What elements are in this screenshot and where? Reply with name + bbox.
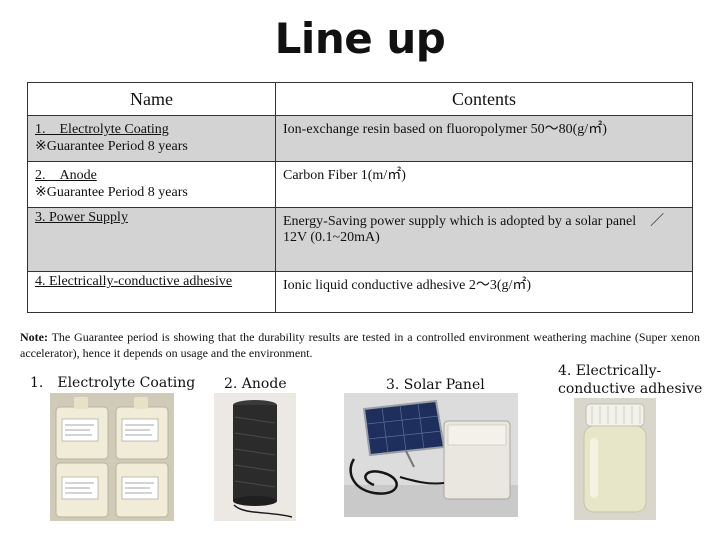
table-row: 1. Electrolyte Coating ※Guarantee Period… (27, 115, 693, 162)
contents-cell: Ion-exchange resin based on fluoropolyme… (275, 115, 693, 162)
name-cell: 3. Power Supply (27, 207, 276, 272)
column-header-contents: Contents (275, 82, 693, 116)
note-text: The Guarantee period is showing that the… (20, 330, 700, 360)
caption-line: conductive adhesive (558, 381, 703, 397)
product-name: 4. Electrically-conductive adhesive (35, 274, 233, 289)
column-header-name: Name (27, 82, 276, 116)
product-name: 1. Electrolyte Coating (35, 122, 169, 137)
note-label: Note: (20, 330, 48, 344)
contents-cell: Energy-Saving power supply which is adop… (275, 207, 693, 272)
name-cell: 2. Anode ※Guarantee Period 8 years (27, 161, 276, 208)
photo-caption-adhesive: 4. Electrically- conductive adhesive (558, 362, 702, 398)
guarantee-note: ※Guarantee Period 8 years (35, 185, 188, 200)
anode-photo (214, 393, 296, 521)
name-cell: 4. Electrically-conductive adhesive (27, 271, 276, 313)
lineup-table: Name Contents 1. Electrolyte Coating ※Gu… (27, 82, 693, 313)
photo-caption-electrolyte: 1. Electrolyte Coating (30, 375, 196, 391)
durability-note: Note: The Guarantee period is showing th… (20, 329, 700, 361)
table-row: 2. Anode ※Guarantee Period 8 years Carbo… (27, 161, 693, 208)
adhesive-photo (574, 398, 656, 520)
product-name: 2. Anode (35, 168, 97, 183)
page-title: Line up (274, 14, 446, 63)
table-row: 4. Electrically-conductive adhesive Ioni… (27, 271, 693, 313)
table-header-row: Name Contents (27, 82, 693, 116)
solar-panel-photo (344, 393, 518, 517)
product-name: 3. Power Supply (35, 210, 128, 225)
electrolyte-coating-photo (50, 393, 174, 521)
name-cell: 1. Electrolyte Coating ※Guarantee Period… (27, 115, 276, 162)
contents-cell: Carbon Fiber 1(m/㎡) (275, 161, 693, 208)
photo-caption-solar-panel: 3. Solar Panel (386, 377, 485, 393)
photo-caption-anode: 2. Anode (224, 376, 287, 392)
caption-line: 4. Electrically- (558, 363, 662, 379)
contents-cell: Ionic liquid conductive adhesive 2～3(g/㎡… (275, 271, 693, 313)
guarantee-note: ※Guarantee Period 8 years (35, 139, 188, 154)
table-row: 3. Power Supply Energy-Saving power supp… (27, 207, 693, 272)
